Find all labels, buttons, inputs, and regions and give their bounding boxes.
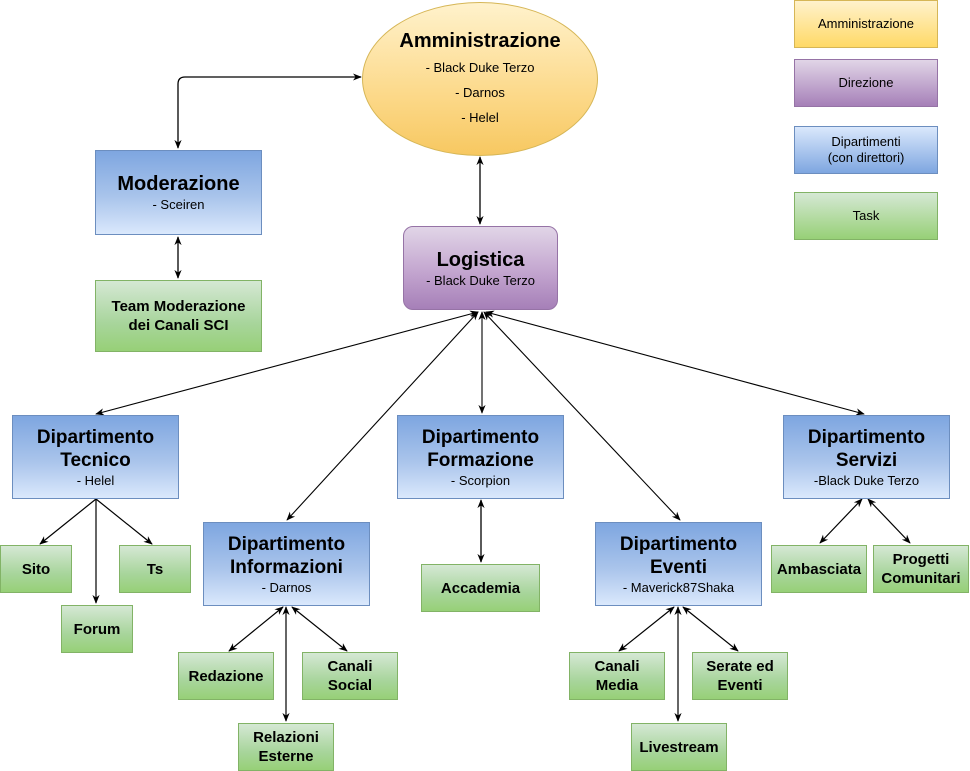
progetti-comunitari-line: Progetti [892, 551, 950, 568]
edge-tecnico-ts [95, 498, 153, 545]
redazione-label: Redazione [188, 667, 264, 685]
amministrazione-member: - Helel [461, 109, 499, 125]
edge-servizi-progetti [867, 498, 911, 544]
edge-tecnico-sito [39, 498, 97, 545]
node-team-moderazione[interactable]: Team Moderazione dei Canali SCI [95, 280, 262, 352]
team-moderazione-line: Team Moderazione [111, 298, 246, 315]
node-logistica[interactable]: Logistica - Black Duke Terzo [403, 226, 558, 310]
amministrazione-member: - Darnos [455, 84, 505, 100]
logistica-title: Logistica [436, 248, 525, 271]
dip-tecnico-title: Tecnico [60, 449, 131, 471]
node-dipartimento-servizi[interactable]: Dipartimento Servizi -Black Duke Terzo [783, 415, 950, 499]
amministrazione-member: - Black Duke Terzo [425, 59, 535, 75]
moderazione-director: - Sceiren [152, 197, 205, 212]
legend-label: (con direttori) [827, 150, 905, 165]
node-serate-eventi[interactable]: Serate ed Eventi [692, 652, 788, 700]
ambasciata-label: Ambasciata [776, 560, 862, 578]
dip-formazione-title: Formazione [427, 449, 534, 471]
node-progetti-comunitari[interactable]: Progetti Comunitari [873, 545, 969, 593]
logistica-director: - Black Duke Terzo [426, 272, 535, 288]
legend-label: Task [852, 208, 880, 223]
accademia-label: Accademia [440, 579, 521, 597]
node-ts[interactable]: Ts [119, 545, 191, 593]
serate-eventi-line: Serate ed [706, 658, 774, 675]
node-sito[interactable]: Sito [0, 545, 72, 593]
ts-label: Ts [146, 560, 164, 578]
dip-eventi-director: - Maverick87Shaka [622, 579, 735, 595]
sito-label: Sito [21, 560, 51, 578]
legend-item-task: Task [794, 192, 938, 240]
dip-servizi-director: -Black Duke Terzo [813, 472, 920, 488]
node-amministrazione[interactable]: Amministrazione - Black Duke Terzo - Dar… [362, 2, 598, 156]
dip-eventi-title: Eventi [649, 556, 708, 578]
dip-servizi-title: Servizi [835, 449, 898, 471]
edge-eventi-media [618, 606, 675, 652]
dip-tecnico-title: Dipartimento [36, 426, 155, 448]
node-dipartimento-informazioni[interactable]: Dipartimento Informazioni - Darnos [203, 522, 370, 606]
dip-informazioni-title: Informazioni [230, 556, 343, 578]
canali-social-line: Canali [327, 658, 373, 675]
legend-label: Dipartimenti [831, 134, 901, 149]
moderazione-title: Moderazione [117, 173, 240, 195]
edge-moderazione-amministrazione [174, 73, 362, 149]
node-dipartimento-eventi[interactable]: Dipartimento Eventi - Maverick87Shaka [595, 522, 762, 606]
legend-item-dipartimenti: Dipartimenti (con direttori) [794, 126, 938, 174]
dip-informazioni-director: - Darnos [261, 579, 312, 595]
amministrazione-title: Amministrazione [399, 29, 561, 52]
dip-formazione-title: Dipartimento [421, 426, 540, 448]
dip-eventi-title: Dipartimento [619, 533, 738, 555]
edge-logistica-informazioni [286, 311, 479, 521]
legend-item-amministrazione: Amministrazione [794, 0, 938, 48]
node-moderazione[interactable]: Moderazione - Sceiren [95, 150, 262, 235]
node-canali-social[interactable]: Canali Social [302, 652, 398, 700]
relazioni-esterne-line: Relazioni [253, 729, 319, 746]
dip-tecnico-director: - Helel [76, 472, 115, 488]
node-canali-media[interactable]: Canali Media [569, 652, 665, 700]
livestream-label: Livestream [639, 738, 719, 756]
node-redazione[interactable]: Redazione [178, 652, 274, 700]
relazioni-esterne-line: Esterne [258, 748, 314, 765]
node-relazioni-esterne[interactable]: Relazioni Esterne [238, 723, 334, 771]
edge-eventi-serate [682, 606, 739, 652]
edge-logistica-servizi [485, 310, 865, 416]
node-dipartimento-tecnico[interactable]: Dipartimento Tecnico - Helel [12, 415, 179, 499]
node-accademia[interactable]: Accademia [421, 564, 540, 612]
edge-informazioni-redazione [228, 606, 284, 652]
edge-informazioni-social [291, 606, 348, 652]
canali-media-line: Media [595, 677, 639, 694]
node-forum[interactable]: Forum [61, 605, 133, 653]
canali-media-line: Canali [594, 658, 640, 675]
serate-eventi-line: Eventi [717, 677, 763, 694]
node-dipartimento-formazione[interactable]: Dipartimento Formazione - Scorpion [397, 415, 564, 499]
team-moderazione-line: dei Canali SCI [128, 317, 229, 334]
node-ambasciata[interactable]: Ambasciata [771, 545, 867, 593]
dip-servizi-title: Dipartimento [807, 426, 926, 448]
progetti-comunitari-line: Comunitari [881, 570, 961, 587]
canali-social-line: Social [327, 677, 373, 694]
node-livestream[interactable]: Livestream [631, 723, 727, 771]
dip-informazioni-title: Dipartimento [227, 533, 346, 555]
edge-servizi-ambasciata [819, 498, 863, 544]
dip-formazione-director: - Scorpion [450, 472, 511, 488]
legend-item-direzione: Direzione [794, 59, 938, 107]
forum-label: Forum [73, 620, 121, 638]
legend-label: Direzione [838, 75, 894, 90]
legend-label: Amministrazione [817, 16, 915, 31]
